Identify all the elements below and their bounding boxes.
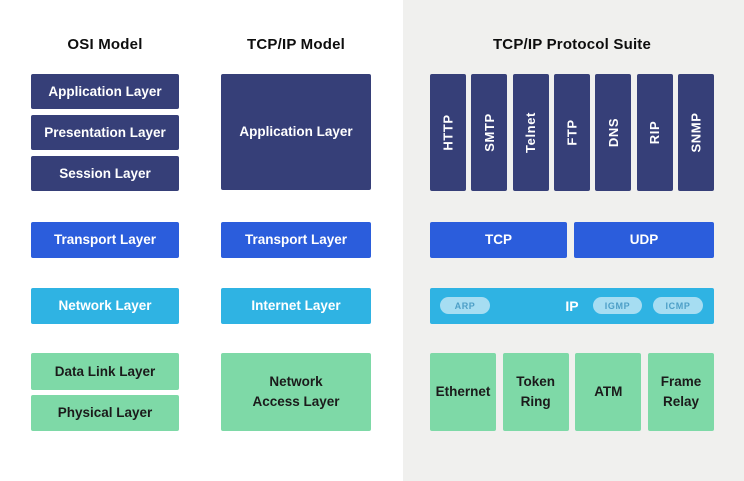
protocol-bar-snmp-label: SNMP	[688, 112, 704, 153]
osi-data-link-layer-box: Data Link Layer	[31, 353, 179, 390]
ip-label: IP	[565, 298, 579, 314]
arp-pill: ARP	[440, 297, 490, 314]
ip-bar: IP ARP IGMP ICMP	[430, 288, 714, 324]
token-ring-box: Token Ring	[502, 353, 569, 431]
protocol-bar-ftp-label: FTP	[564, 119, 580, 146]
osi-session-layer-box: Session Layer	[31, 156, 179, 191]
osi-physical-layer-box: Physical Layer	[31, 395, 179, 431]
tcpip-network-access-layer-box: Network Access Layer	[221, 353, 371, 431]
ethernet-box: Ethernet	[430, 353, 496, 431]
osi-application-layer-box: Application Layer	[31, 74, 179, 109]
protocol-bar-smtp: SMTP	[471, 74, 508, 191]
link-technologies-row: Ethernet Token Ring ATM Frame Relay	[430, 353, 714, 431]
tcpip-model-title: TCP/IP Model	[247, 35, 345, 53]
application-protocols-row: HTTP SMTP Telnet FTP DNS RIP SNMP	[430, 74, 714, 191]
protocol-bar-rip-label: RIP	[647, 120, 663, 145]
protocol-bar-http-label: HTTP	[440, 114, 456, 151]
protocol-bar-smtp-label: SMTP	[481, 113, 497, 152]
osi-presentation-layer-box: Presentation Layer	[31, 115, 179, 150]
protocol-bar-rip: RIP	[636, 74, 673, 191]
frame-relay-box: Frame Relay	[647, 353, 714, 431]
protocol-bar-telnet-label: Telnet	[523, 112, 539, 153]
atm-box: ATM	[575, 353, 642, 431]
osi-network-layer-box: Network Layer	[31, 288, 179, 324]
protocol-bar-telnet: Telnet	[512, 74, 549, 191]
protocol-suite-title: TCP/IP Protocol Suite	[492, 35, 652, 53]
osi-model-title: OSI Model	[67, 35, 143, 53]
udp-box: UDP	[574, 222, 714, 258]
tcpip-application-layer-box: Application Layer	[221, 74, 371, 190]
protocol-bar-http: HTTP	[430, 74, 466, 191]
protocol-bar-dns-label: DNS	[605, 117, 621, 148]
osi-transport-layer-box: Transport Layer	[31, 222, 179, 258]
protocol-bar-snmp: SNMP	[677, 74, 714, 191]
igmp-pill: IGMP	[593, 297, 642, 314]
tcp-box: TCP	[430, 222, 567, 258]
protocol-bar-dns: DNS	[595, 74, 632, 191]
tcpip-internet-layer-box: Internet Layer	[221, 288, 371, 324]
tcpip-transport-layer-box: Transport Layer	[221, 222, 371, 258]
protocol-bar-ftp: FTP	[553, 74, 590, 191]
icmp-pill: ICMP	[653, 297, 703, 314]
